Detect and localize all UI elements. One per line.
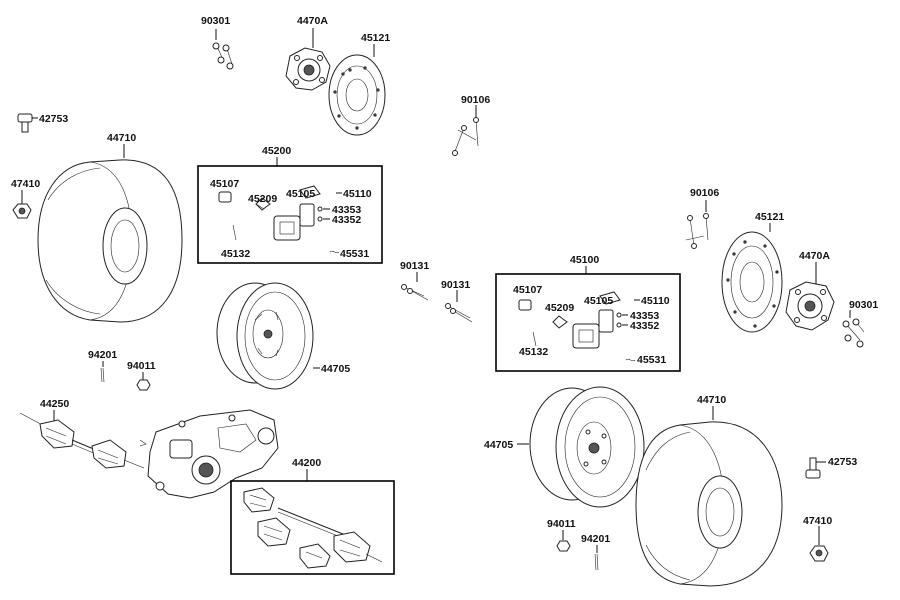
- drive-shaft-44250: [19, 412, 145, 469]
- label-45100-45110: 45110: [641, 295, 670, 307]
- label-45200-45209: 45209: [248, 193, 277, 205]
- label-90301-right: 90301: [849, 299, 878, 311]
- label-44705-left: 44705: [321, 363, 350, 375]
- brake-disc-45121-top: [328, 44, 386, 136]
- label-42753-left: 42753: [39, 113, 68, 125]
- label-45121-top: 45121: [361, 32, 390, 44]
- label-45100-45105: 45105: [584, 295, 613, 307]
- wheel-hub-4470A-right: [785, 262, 835, 331]
- label-45200-45107: 45107: [210, 178, 239, 190]
- nut-47410-left: [12, 190, 32, 219]
- castle-nut-94011-left: [136, 372, 151, 391]
- label-94201-left: 94201: [88, 349, 117, 361]
- label-45100-45107: 45107: [513, 284, 542, 296]
- cotter-pin-94201-left: [100, 361, 105, 383]
- label-90131-b: 90131: [441, 279, 470, 291]
- label-47410-right: 47410: [803, 515, 832, 527]
- label-45121-right: 45121: [755, 211, 784, 223]
- caliper-parts-45100: [518, 291, 636, 362]
- tire-44710-right: [635, 406, 783, 587]
- label-44250: 44250: [40, 398, 69, 410]
- label-47410-left: 47410: [11, 178, 40, 190]
- label-94201-right: 94201: [581, 533, 610, 545]
- label-45200-43353: 43353: [332, 204, 361, 216]
- label-45200-43352: 43352: [332, 214, 361, 226]
- valve-stem-42753-right: [805, 457, 826, 479]
- valve-stem-42753-left: [17, 113, 38, 133]
- tire-44710-left: [37, 144, 183, 323]
- label-94011-left: 94011: [127, 360, 156, 372]
- label-90131-a: 90131: [400, 260, 429, 272]
- label-45200: 45200: [262, 145, 291, 157]
- label-44710-right: 44710: [697, 394, 726, 406]
- bolt-set-90301-right: [842, 310, 865, 348]
- bolt-set-90131-a: [401, 272, 429, 301]
- bolt-set-90131-b: [445, 290, 473, 323]
- label-45200-45531: 45531: [340, 248, 369, 260]
- bolt-set-90106-top: [452, 105, 479, 156]
- label-4470A-right: 4470A: [799, 250, 830, 262]
- label-45100-43352: 43352: [630, 320, 659, 332]
- label-44705-right: 44705: [484, 439, 513, 451]
- caliper-kit-box-45100: [495, 273, 681, 372]
- bolt-set-90301-top: [212, 29, 234, 70]
- cotter-pin-94201-right: [594, 545, 599, 571]
- label-45100: 45100: [570, 254, 599, 266]
- label-45200-45105: 45105: [286, 188, 315, 200]
- caliper-kit-box-45200: [197, 165, 383, 264]
- caliper-parts-45200: [218, 185, 340, 254]
- brake-disc-45121-right: [721, 223, 783, 333]
- label-42753-right: 42753: [828, 456, 857, 468]
- label-90301-top: 90301: [201, 15, 230, 27]
- label-94011-right: 94011: [547, 518, 576, 530]
- label-44710-left: 44710: [107, 132, 136, 144]
- rim-44705-left: [216, 282, 320, 390]
- castle-nut-94011-right: [556, 530, 571, 552]
- label-4470A-top: 4470A: [297, 15, 328, 27]
- label-45100-45531: 45531: [637, 354, 666, 366]
- label-90106-right: 90106: [690, 187, 719, 199]
- label-45100-45132: 45132: [519, 346, 548, 358]
- wheel-hub-4470A-top: [285, 28, 331, 91]
- nut-47410-right: [809, 526, 829, 562]
- label-90106-top: 90106: [461, 94, 490, 106]
- label-45100-45209: 45209: [545, 302, 574, 314]
- label-45200-45132: 45132: [221, 248, 250, 260]
- drive-shaft-kit-box-44200: [230, 480, 395, 575]
- label-45200-45110: 45110: [343, 188, 372, 200]
- drive-shaft-kit-parts-44200: [243, 487, 383, 569]
- bolt-set-90106-right: [685, 200, 709, 249]
- rim-44705-right: [517, 386, 645, 508]
- differential-housing: [139, 409, 279, 499]
- label-45100-43353: 43353: [630, 310, 659, 322]
- label-44200: 44200: [292, 457, 321, 469]
